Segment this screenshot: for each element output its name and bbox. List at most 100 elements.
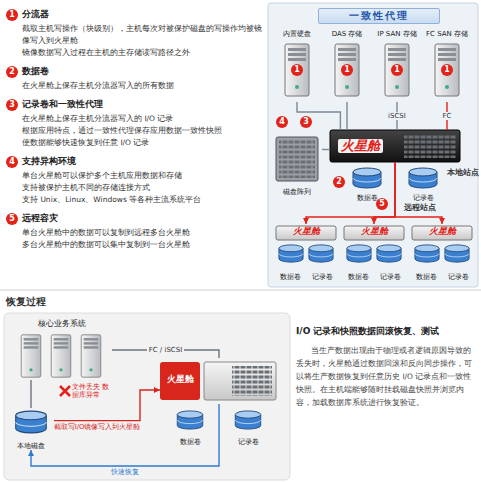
list-body: 使数据能够快速恢复到任意 I/O 记录	[22, 137, 264, 149]
volume-disk: 记录卷	[226, 408, 270, 446]
callout-number: 5	[6, 213, 18, 225]
volume-icon	[279, 245, 303, 262]
node-text: 火星舱	[274, 226, 338, 236]
node-text: 火星舱	[410, 226, 474, 236]
list-body: 单台火星舱可以保护多个主机应用数据和存储	[22, 170, 264, 182]
callout-number: 3	[6, 99, 18, 111]
connector	[297, 102, 340, 130]
node-text: 火星舱	[342, 226, 406, 236]
callout-number: 5	[376, 198, 388, 210]
callout-number: 4	[6, 156, 18, 168]
node-text: 数据卷	[357, 194, 378, 202]
node-text: 数据卷	[410, 274, 442, 281]
arrowhead	[154, 387, 160, 393]
node-text: 数据卷	[180, 438, 201, 446]
connector-line	[30, 380, 31, 408]
node-text: 内置硬盘	[283, 30, 311, 38]
list-body: 镜像数据写入过程在主机的主存储读写路径之外	[22, 47, 264, 59]
callout-number: 1	[291, 64, 303, 76]
node-text: 记录卷	[413, 194, 434, 202]
node-text: 数据卷	[274, 274, 306, 281]
connector	[54, 387, 160, 421]
volume-icon	[309, 245, 333, 262]
node-text: 记录卷	[374, 274, 406, 281]
disk-array: 磁盘阵列	[272, 134, 322, 196]
node-text: 磁盘阵列	[283, 188, 311, 196]
fault-note: 文件丢失 数据库异常	[72, 383, 116, 400]
callout-number: 1	[391, 64, 403, 76]
node-text: 记录卷	[306, 274, 338, 281]
callout-number: 1	[341, 64, 353, 76]
list-heading: 数据卷	[22, 65, 49, 78]
connector-line	[306, 162, 395, 224]
list-heading-row: 2 数据卷	[6, 65, 264, 78]
device: 火星舱	[160, 358, 278, 404]
list-body: 根据应用特点，通过一致性代理保存应用数据一致性快照	[22, 125, 264, 137]
callout-number: 4	[276, 116, 288, 128]
list-heading: 分流器	[22, 8, 49, 21]
edge-label: iSCSI	[386, 112, 408, 120]
callout-number: 2	[6, 66, 18, 78]
list-heading-row: 1 分流器	[6, 8, 264, 21]
local-disk: 本地磁盘	[8, 408, 54, 450]
node-text: DAS 存储	[332, 30, 363, 38]
remote-device: 火星舱数据卷记录卷	[274, 224, 338, 282]
list-heading: 支持异构环境	[22, 155, 76, 168]
node-text: 记录卷	[442, 274, 474, 281]
text-heading: I/O 记录和快照数据回滚恢复、测试	[296, 326, 478, 337]
device: 火星舱	[330, 130, 460, 162]
edge-label: FC / iSCSI	[147, 346, 185, 354]
list-heading-row: 4 支持异构环境	[6, 155, 264, 168]
list-body: 支持被保护主机不同的存储连接方式	[22, 182, 264, 194]
list-heading: 远程容灾	[22, 212, 58, 225]
connector-line	[31, 404, 219, 466]
node-text: 数据卷	[342, 274, 374, 281]
node-text: FC SAN 存储	[426, 30, 468, 38]
section-title: 恢复过程	[6, 296, 46, 308]
list-heading-row: 5 远程容灾	[6, 212, 264, 225]
connector-line	[297, 102, 340, 130]
volume-disk: 数据卷	[168, 408, 212, 446]
callout-number: 1	[6, 9, 18, 21]
connector-line	[374, 162, 395, 224]
node-text: IP SAN 存储	[377, 30, 416, 38]
node-text: 火星舱	[338, 139, 383, 154]
node-text: 记录卷	[238, 438, 259, 446]
list-body: 多台火星舱中的数据可以集中复制到一台火星舱	[22, 239, 264, 251]
callout-number: 2	[333, 176, 345, 188]
feature-list: 1 分流器截取主机写操作（块级别），主机每次对被保护磁盘的写操作均被镜像写入到火星…	[6, 8, 264, 251]
connector	[371, 162, 395, 224]
node-text: 本地磁盘	[17, 442, 45, 450]
arrowhead	[439, 218, 445, 224]
node-text: 火星舱	[160, 374, 200, 384]
node-text: 一致性代理	[349, 10, 409, 22]
list-body: 在火星舱上保存主机分流器写入的 I/O 记录	[22, 113, 264, 125]
edge-label: 快速恢复	[109, 468, 141, 476]
callout-number: 3	[300, 116, 312, 128]
list-body: 截取主机写操作（块级别），主机每次对被保护磁盘的写操作均被镜像写入到火星舱	[22, 23, 264, 47]
volume-icon	[347, 245, 371, 262]
remote-device: 火星舱数据卷记录卷	[342, 224, 406, 282]
connector-line	[54, 390, 160, 421]
connector-line	[346, 102, 347, 130]
connector	[395, 162, 445, 224]
volume-icon	[445, 245, 469, 262]
connector	[347, 102, 348, 130]
volume-icon	[415, 245, 439, 262]
connector	[303, 162, 395, 224]
connector	[31, 380, 32, 408]
connector-line	[395, 162, 442, 224]
arrowhead	[28, 450, 34, 456]
text-paragraph: 当生产数据出现由于物理或者逻辑原因导致的丢失时，火星舱通过数据回滚和反向同步操作…	[296, 344, 478, 409]
callout-number: 1	[441, 64, 453, 76]
server-group: 核心业务系统	[12, 320, 112, 380]
list-heading-row: 3记录卷和一致性代理	[6, 98, 264, 111]
list-body: 单台火星舱中的数据可以复制到远程多台火星舱	[22, 227, 264, 239]
band-header: 一致性代理	[318, 8, 440, 24]
list-body: 支持 Unix、Linux、Windows 等各种主流系统平台	[22, 194, 264, 206]
site-label: 远程站点	[404, 203, 436, 212]
volume-disk: 数据卷	[346, 166, 388, 202]
connector-line	[322, 149, 330, 150]
connector	[28, 404, 219, 466]
